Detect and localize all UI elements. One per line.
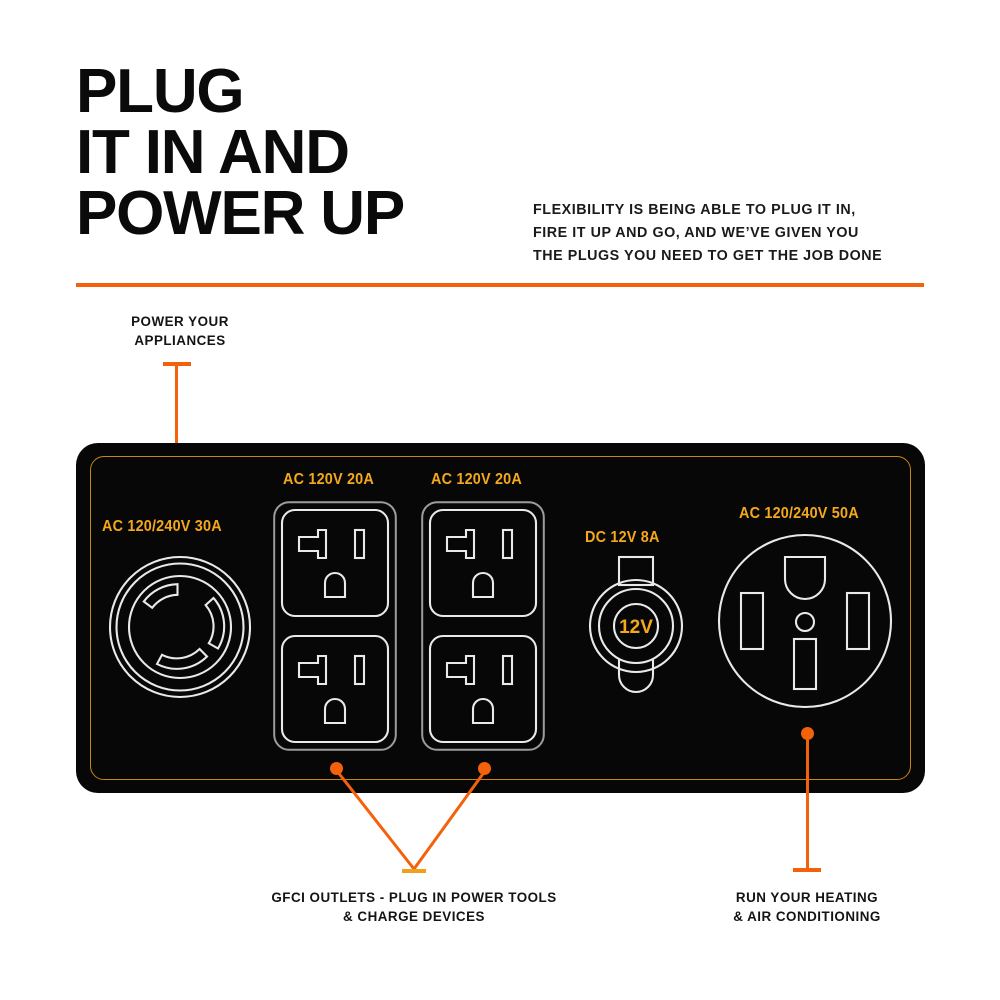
page-title: PLUG IT IN AND POWER UP: [76, 57, 405, 248]
callout-hvac-cap: [793, 868, 821, 872]
callout-gfci-dot-right: [478, 762, 491, 775]
socket-label-duplex-left: AC 120V 20A: [283, 471, 374, 488]
socket-nema-l14-30r[interactable]: [108, 555, 252, 699]
callout-gfci-dot-left: [330, 762, 343, 775]
callout-gfci-cap: [402, 869, 426, 873]
generator-control-panel: AC 120/240V 30A AC 120V 20A: [76, 443, 925, 793]
socket-label-rv-50a: AC 120/240V 50A: [739, 505, 859, 522]
socket-duplex-gfci-right[interactable]: [421, 501, 545, 751]
socket-nema-14-50r[interactable]: [717, 533, 893, 709]
callout-gfci-label: GFCI OUTLETS - PLUG IN POWER TOOLS & CHA…: [271, 890, 557, 924]
callout-appliances-line: [175, 362, 178, 496]
callout-hvac-label: RUN YOUR HEATING & AIR CONDITIONING: [733, 890, 881, 924]
socket-duplex-gfci-left[interactable]: [273, 501, 397, 751]
socket-label-dc-12v: DC 12V 8A: [585, 529, 660, 546]
callout-gfci-lines: [335, 770, 487, 870]
callout-hvac-line: [806, 733, 809, 870]
socket-label-duplex-right: AC 120V 20A: [431, 471, 522, 488]
callout-appliances-label: POWER YOUR APPLIANCES: [131, 314, 229, 348]
socket-label-twistlock-30a: AC 120/240V 30A: [102, 518, 222, 535]
socket-dc-12v[interactable]: 12V: [581, 553, 691, 694]
header-divider: [76, 283, 924, 287]
intro-paragraph: FLEXIBILITY IS BEING ABLE TO PLUG IT IN,…: [533, 202, 883, 265]
dc-12v-face-text: 12V: [619, 617, 653, 638]
